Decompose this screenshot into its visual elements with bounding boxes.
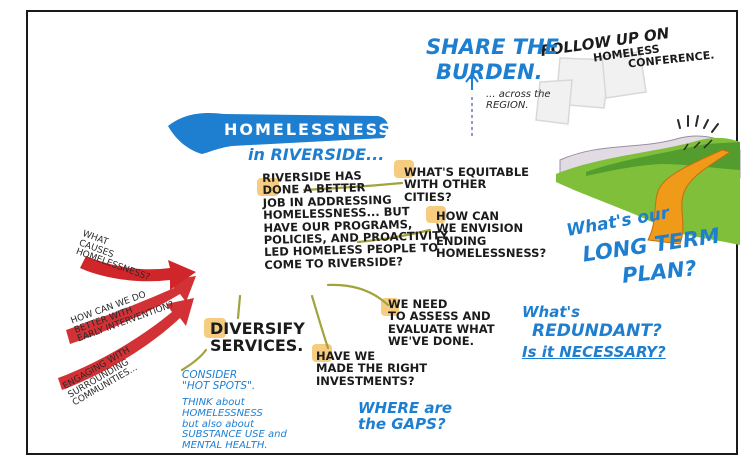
- red-arrow-icon: [58, 256, 196, 390]
- across-region-note: ... across the REGION.: [486, 89, 551, 111]
- central-topic-banner: HOMELESSNESS: [224, 120, 392, 139]
- connector-line: [302, 181, 404, 192]
- connector-line: [310, 294, 330, 350]
- highlight-mark: [257, 178, 279, 196]
- share-burden-line-2: BURDEN.: [436, 60, 543, 84]
- hot-spots-note: CONSIDER "HOT SPOTS".: [182, 369, 256, 393]
- connector-line: [356, 228, 432, 244]
- think-about-note: THINK about HOMELESSNESS but also about …: [182, 397, 287, 452]
- sun-rays-icon: [677, 115, 719, 133]
- share-burden-line-1: SHARE the: [426, 35, 560, 59]
- central-topic-subtitle: in RIVERSIDE...: [248, 145, 385, 164]
- diversify-node: DIVERSIFY SERVICES.: [210, 319, 305, 356]
- equitable-node: WHAT'S EQUITABLE WITH OTHER CITIES?: [404, 165, 530, 204]
- gaps-node: WHERE are the GAPS?: [358, 399, 453, 434]
- redundant-line-1: What's: [522, 303, 581, 321]
- up-arrow-icon: [465, 72, 479, 90]
- highlight-mark: [426, 206, 446, 223]
- investments-node: HAVE WE MADE THE RIGHT INVESTMENTS?: [316, 349, 428, 388]
- redundant-line-3: Is it NECESSARY?: [522, 343, 666, 361]
- road-landscape-illustration: [556, 135, 741, 245]
- connector-line: [326, 283, 390, 307]
- highlight-mark: [394, 160, 414, 178]
- assess-node: WE NEED TO ASSESS and EVALUATE WHAT WE'V…: [388, 297, 495, 349]
- flag-banners-illustration: [535, 51, 647, 125]
- title-banner-shape: [168, 113, 389, 154]
- envision-node: HOW CAN WE ENVISION ENDING HOMELESSNESS?: [436, 209, 547, 261]
- redundant-line-2: REDUNDANT?: [532, 321, 662, 341]
- highlight-mark: [204, 318, 226, 338]
- connector-line: [180, 348, 208, 372]
- connector-line: [236, 294, 242, 320]
- highlight-mark: [312, 344, 332, 362]
